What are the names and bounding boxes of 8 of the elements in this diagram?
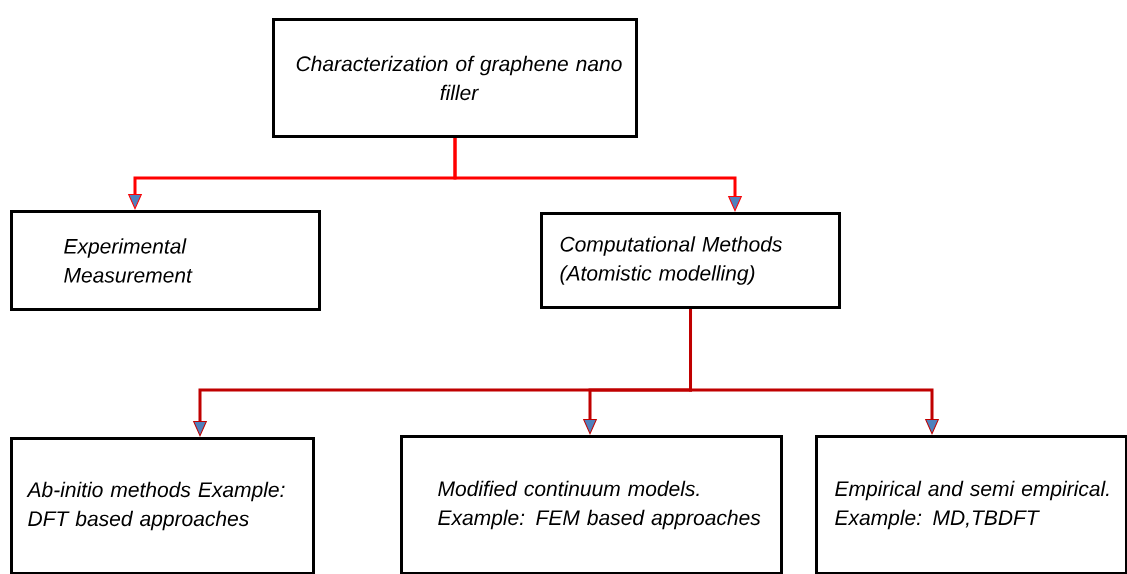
process-box: Ab-initio methods Example: DFT based approaches [10,437,315,574]
arrow [453,138,742,212]
process-box: Empirical and semi empirical. Example: MD,TBDFT [815,435,1127,574]
process-box: Experimental Measurement [10,210,321,311]
arrow [689,309,939,435]
process-box: Computational Methods (Atomistic modelling) [540,212,841,309]
process-box: Modified continuum models. Example: FEM based approaches [400,435,783,574]
process-box: Characterization of graphene nano filler [272,18,638,138]
